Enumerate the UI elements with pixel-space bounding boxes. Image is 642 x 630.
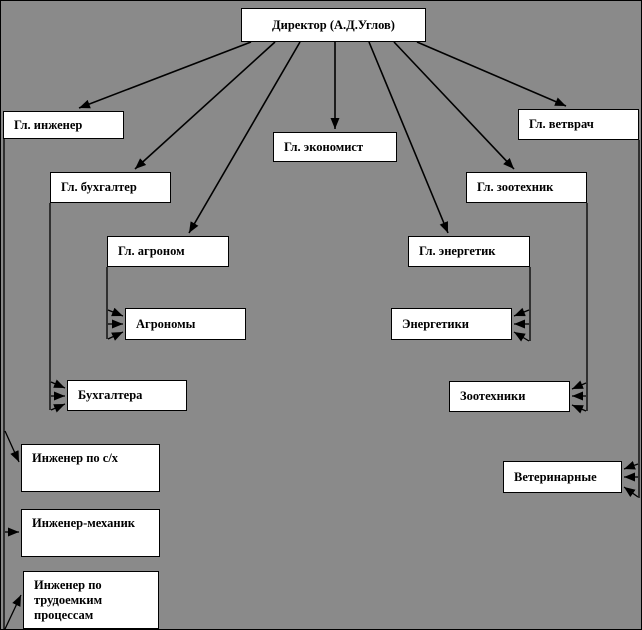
node-accountants-label: Бухгалтера: [78, 388, 143, 402]
node-chief-accountant-label: Гл. бухгалтер: [61, 180, 137, 194]
node-chief-energetik-label: Гл. энергетик: [419, 244, 496, 258]
node-chief-vet: Гл. ветврач: [518, 109, 639, 140]
node-chief-engineer: Гл. инженер: [3, 111, 124, 139]
node-chief-economist: Гл. экономист: [273, 132, 397, 162]
node-chief-accountant: Гл. бухгалтер: [50, 172, 171, 203]
node-energetiki-label: Энергетики: [402, 316, 469, 331]
node-chief-vet-label: Гл. ветврач: [529, 117, 594, 131]
node-chief-agronomist-label: Гл. агроном: [118, 244, 185, 258]
node-chief-engineer-label: Гл. инженер: [14, 117, 83, 132]
node-engineer-mechanic: Инженер-механик: [21, 509, 160, 557]
node-accountants: Бухгалтера: [67, 380, 187, 411]
node-engineer-agriculture: Инженер по с/х: [21, 444, 160, 492]
node-director-label: Директор (А.Д.Углов): [272, 17, 395, 32]
node-agronomists-label: Агрономы: [136, 316, 196, 331]
node-engineer-labor: Инженер по трудоемким процессам: [23, 571, 159, 629]
node-zootechnicians-label: Зоотехники: [460, 389, 526, 403]
node-director: Директор (А.Д.Углов): [241, 8, 426, 42]
node-chief-energetik: Гл. энергетик: [408, 236, 530, 267]
node-engineer-mechanic-label: Инженер-механик: [32, 516, 135, 530]
node-chief-zootechnician: Гл. зоотехник: [466, 172, 587, 203]
node-chief-zootechnician-label: Гл. зоотехник: [477, 180, 554, 194]
node-veterinary: Ветеринарные: [503, 461, 622, 493]
node-engineer-labor-label: Инженер по трудоемким процессам: [34, 578, 103, 622]
node-engineer-agriculture-label: Инженер по с/х: [32, 451, 119, 465]
node-zootechnicians: Зоотехники: [449, 381, 570, 412]
node-energetiki: Энергетики: [391, 308, 512, 340]
node-agronomists: Агрономы: [125, 308, 246, 340]
node-veterinary-label: Ветеринарные: [514, 469, 597, 484]
node-chief-economist-label: Гл. экономист: [284, 139, 364, 154]
node-chief-agronomist: Гл. агроном: [107, 236, 229, 267]
